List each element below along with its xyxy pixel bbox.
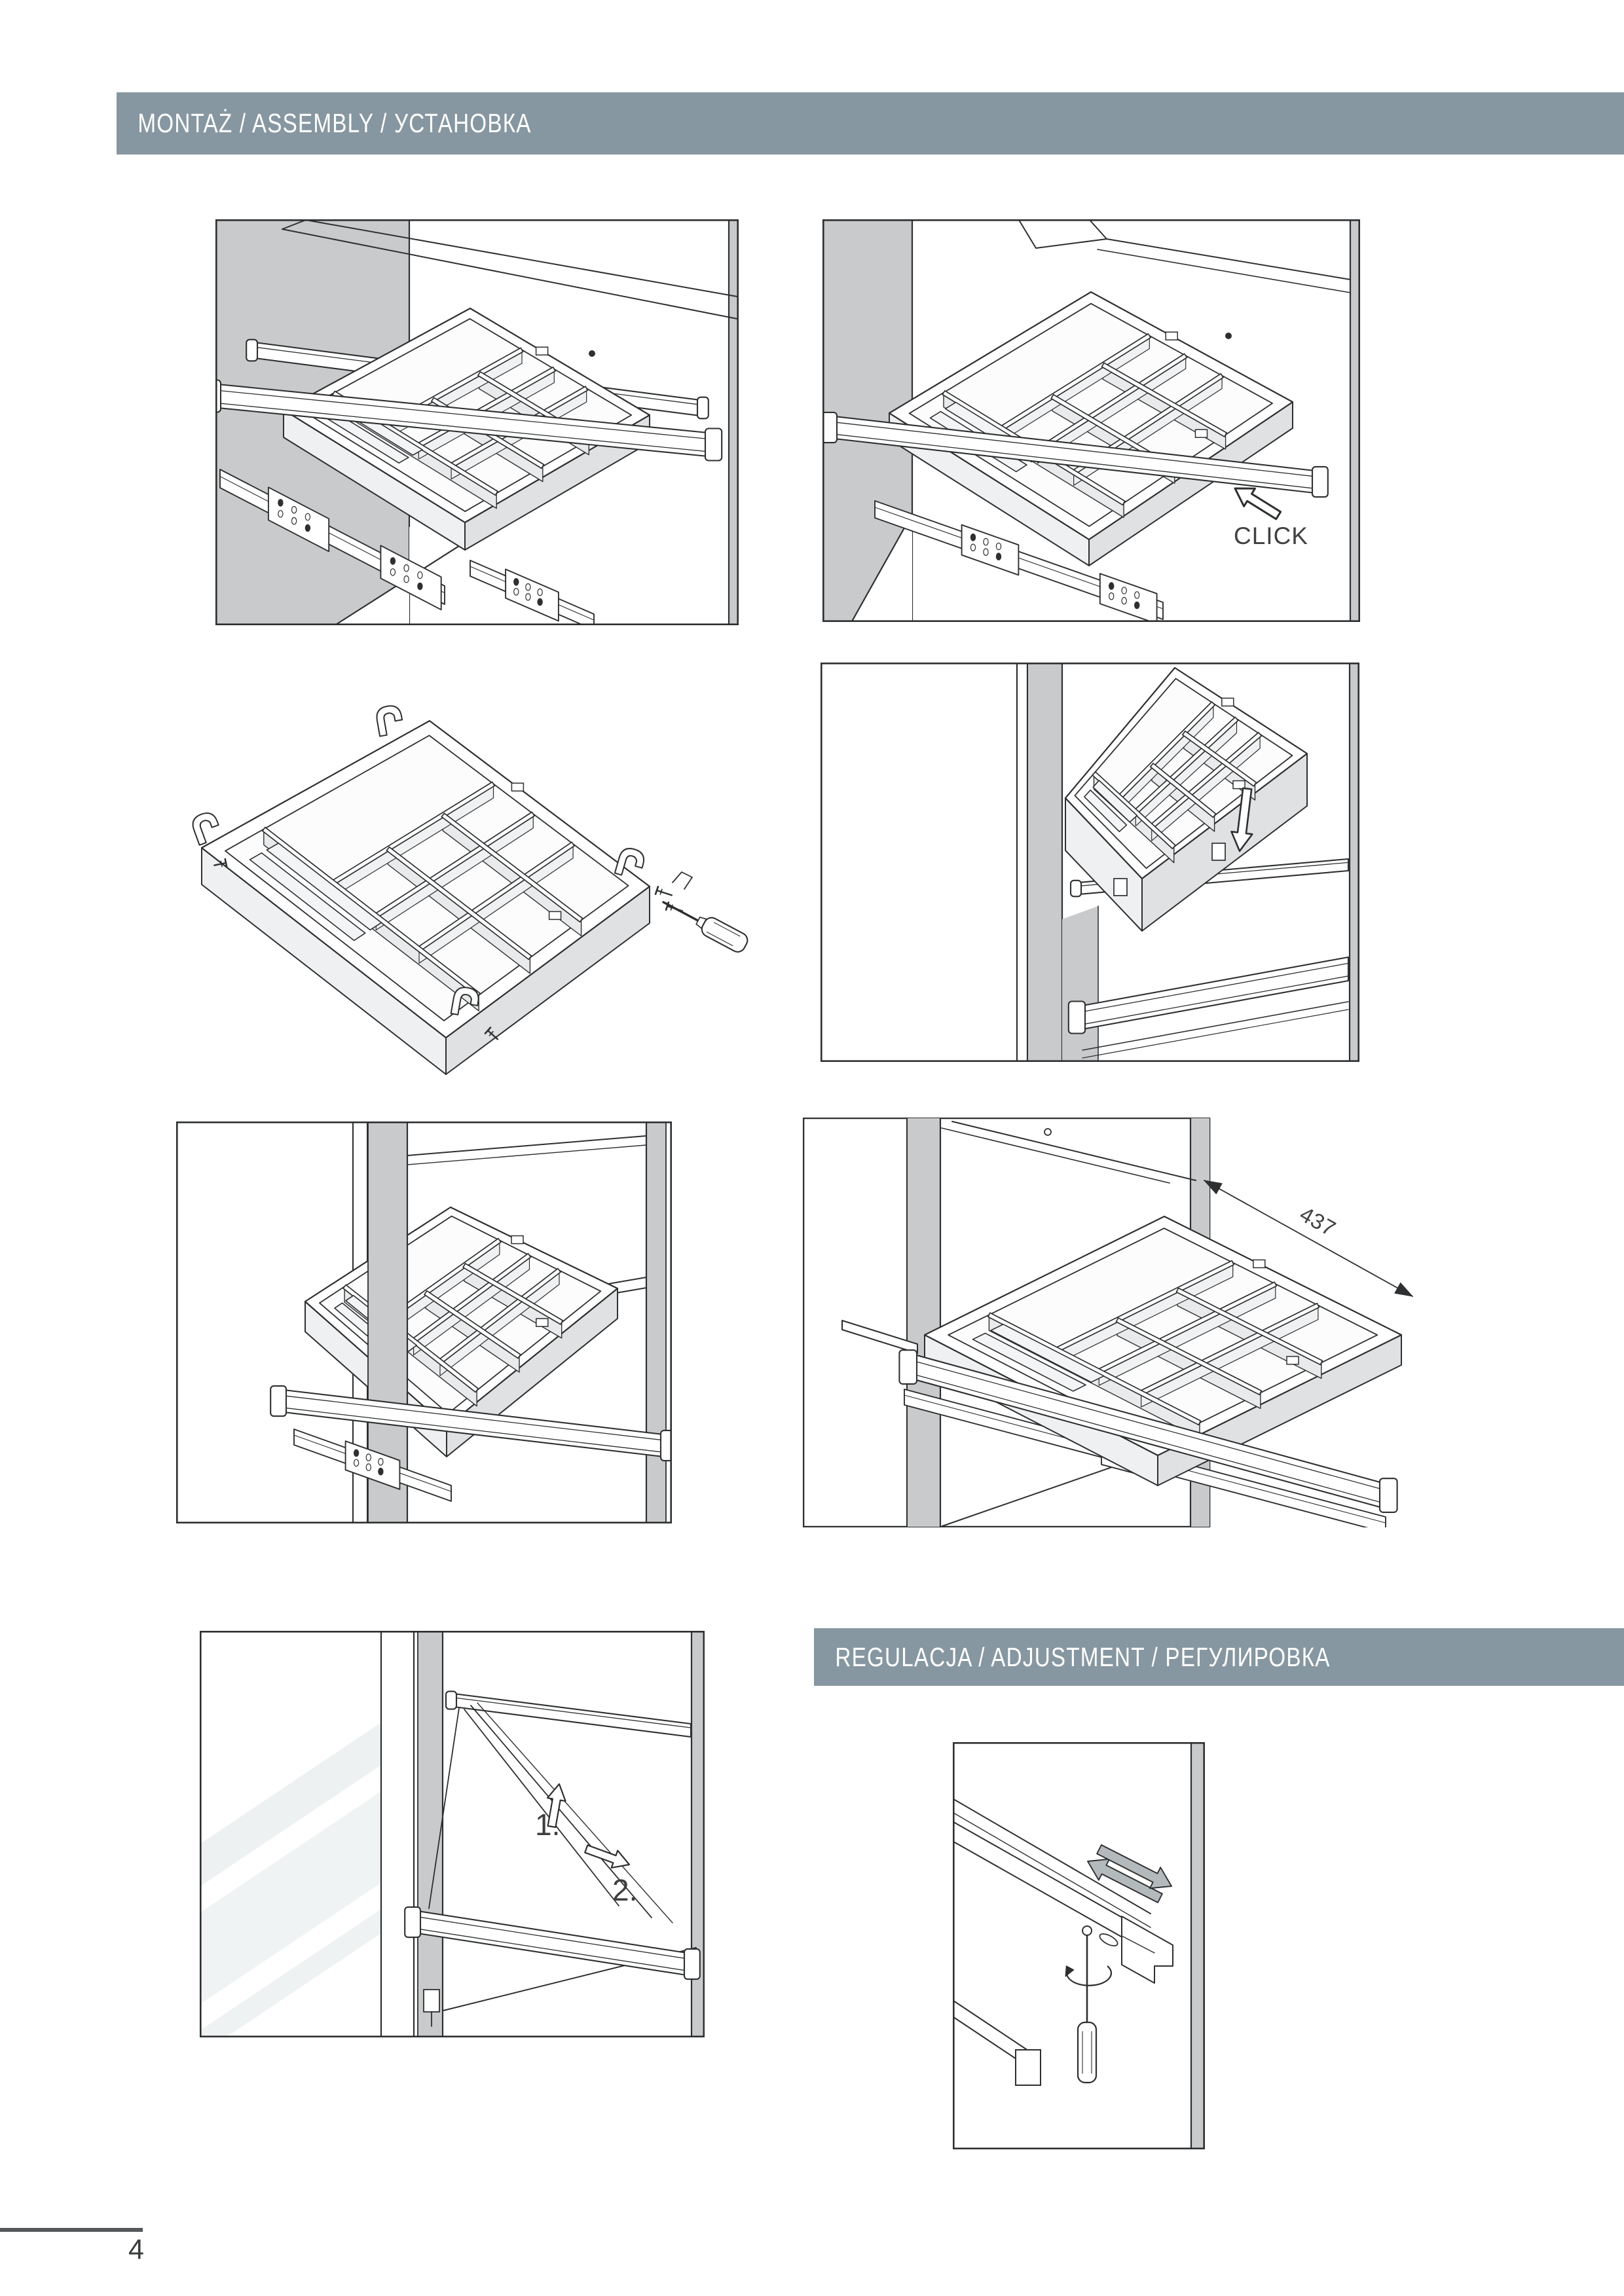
adjustment-section-header: REGULACJA / ADJUSTMENT / РЕГУЛИРОВКА (814, 1628, 1624, 1686)
screwdriver-icon (1077, 2021, 1098, 2084)
step2-out-arrow-icon (584, 1844, 631, 1868)
click-arrow-icon (1234, 487, 1282, 520)
assembly-section-header: MONTAŻ / ASSEMBLY / УСТАНОВКА (117, 92, 1624, 155)
assembly-section-title: MONTAŻ / ASSEMBLY / УСТАНОВКА (138, 108, 532, 138)
figure-drawer-with-divider-in-cabinet (215, 219, 739, 625)
page-number: 4 (128, 2234, 144, 2265)
screwdriver-icon (662, 901, 748, 953)
rotate-arrow-icon (1065, 1965, 1113, 1986)
figure-rail-adjustment-screwdriver (953, 1742, 1205, 2149)
dimension-line (1204, 1180, 1413, 1297)
footer-rule (0, 2228, 143, 2232)
figure-drawer-extended-dimension-437: 437 (803, 1118, 1413, 1527)
figure-drawer-closed-in-cabinet (176, 1121, 672, 1523)
step1-label: 1. (535, 1808, 560, 1842)
adjust-double-arrow-icon (1087, 1844, 1172, 1903)
figure-divider-clicked-into-drawer: CLICK (822, 219, 1360, 622)
figure-frame-removal-steps: 1. 2. (200, 1631, 705, 2037)
step1-up-arrow-icon (546, 1783, 566, 1829)
click-label: CLICK (1234, 522, 1308, 549)
figure-divider-lowered-into-frame (821, 663, 1359, 1062)
adjustment-section-title: REGULACJA / ADJUSTMENT / РЕГУЛИРОВКА (835, 1641, 1331, 1672)
figure-divider-tray-with-clips-and-screwdriver (192, 705, 748, 1075)
down-arrow-icon (1230, 787, 1253, 852)
step2-label: 2. (612, 1873, 637, 1907)
